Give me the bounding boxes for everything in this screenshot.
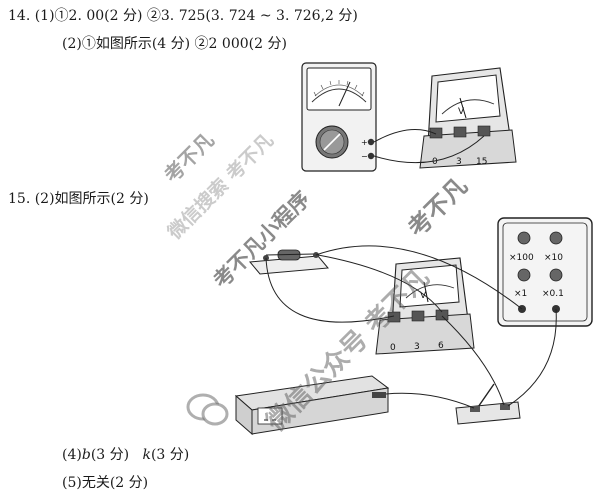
figure-multimeter-voltmeter: + − V 0 3 15	[301, 62, 517, 172]
wire	[373, 135, 485, 164]
v2-terminal-6: 6	[438, 341, 444, 351]
voltmeter-2-label: V	[420, 291, 427, 301]
power-supply	[234, 375, 390, 436]
var-b: b	[81, 447, 91, 463]
part4-mid: (3 分)	[90, 447, 143, 463]
voltmeter-1-label: V	[458, 107, 465, 117]
resistor-on-base	[249, 249, 329, 275]
box-label-x100: ×100	[509, 253, 534, 263]
v2-terminal-0: 0	[390, 343, 396, 353]
var-k: k	[142, 447, 151, 463]
multimeter: + −	[301, 62, 377, 172]
part4-suffix: (3 分)	[150, 447, 190, 463]
q15-answer-line-4: (4)b(3 分) k(3 分)	[62, 446, 189, 464]
v1-terminal-3: 3	[456, 157, 462, 167]
wires	[265, 245, 557, 409]
q14-answer-line-2: (2)①如图所示(4 分) ②2 000(2 分)	[62, 36, 287, 52]
v1-terminal-0: 0	[432, 157, 438, 167]
part4-prefix: (4)	[62, 447, 82, 463]
wire	[373, 129, 437, 143]
v2-terminal-3: 3	[414, 342, 420, 352]
multimeter-plus-label: +	[361, 138, 368, 147]
resistance-box: ×100 ×10 ×1 ×0.1	[497, 217, 593, 327]
voltmeter-1: V 0 3 15	[419, 67, 517, 169]
v1-terminal-15: 15	[476, 157, 487, 167]
box-label-x1: ×1	[514, 289, 527, 299]
q15-answer-line-1: 15. (2)如图所示(2 分)	[8, 191, 149, 207]
multimeter-minus-label: −	[361, 152, 368, 161]
box-label-x10: ×10	[544, 253, 563, 263]
voltmeter-2: V 0 3 6	[375, 257, 475, 355]
q14-answer-line-1: 14. (1)①2. 00(2 分) ②3. 725(3. 724 ~ 3. 7…	[8, 8, 358, 24]
q15-answer-line-5: (5)无关(2 分)	[62, 475, 149, 491]
box-label-x0-1: ×0.1	[542, 289, 564, 299]
wechat-icon	[186, 393, 229, 426]
figure-circuit: V 0 3 6 ×100 ×10 ×1 ×0.1	[234, 217, 593, 436]
